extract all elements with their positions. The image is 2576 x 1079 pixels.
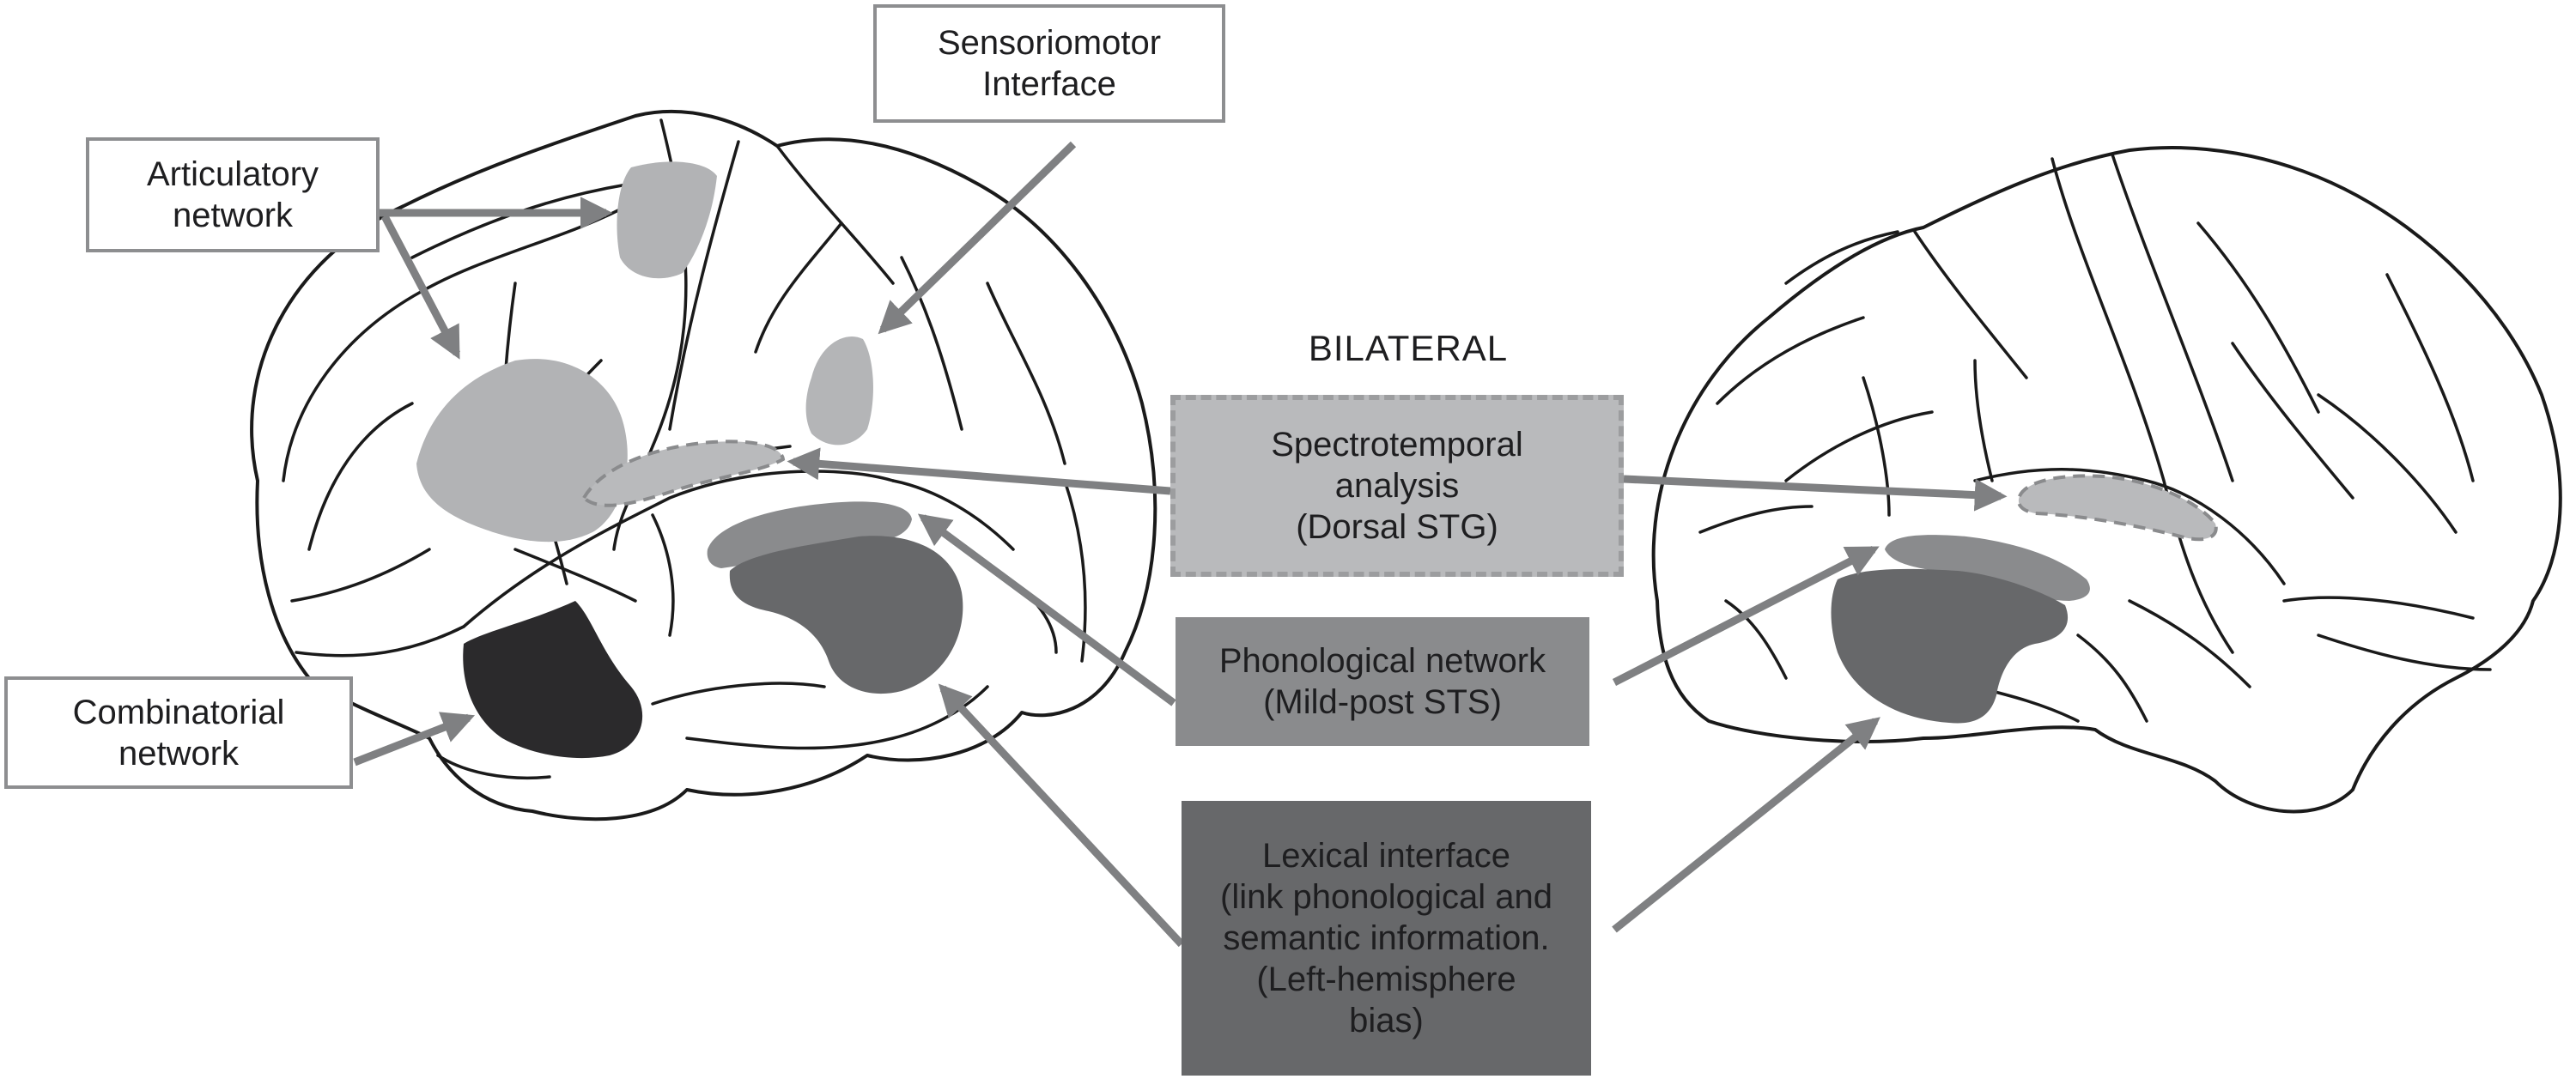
right-hemisphere (1651, 146, 2562, 814)
spectrotemporal-analysis-label: Spectrotemporal analysis (Dorsal STG) (1170, 395, 1624, 577)
arrow-articulatory-to-broca (381, 214, 460, 360)
combinatorial-network-label: Combinatorial network (4, 676, 353, 789)
lexical-interface-label: Lexical interface (link phonological and… (1182, 801, 1591, 1076)
bilateral-heading: BILATERAL (1308, 328, 1509, 368)
sensorimotor-interface-label: Sensoriomotor Interface (873, 4, 1225, 123)
arrow-sensorimotor-to-region (878, 141, 1077, 335)
phonological-network-label: Phonological network (Mild-post STS) (1176, 617, 1589, 746)
connector-arrows (353, 141, 2008, 948)
left-spectrotemporal-region (581, 439, 786, 507)
arrow-spectro-to-right (1623, 475, 2008, 512)
right-brain-sulci (1698, 153, 2492, 723)
left-sensorimotor-region (805, 336, 873, 446)
left-articulatory-region-broca (416, 359, 628, 543)
left-phonological-region (707, 501, 912, 568)
left-articulatory-region-precentral (617, 161, 717, 279)
arrow-phono-to-right (1612, 545, 1880, 687)
arrow-spectro-to-left (787, 447, 1171, 495)
left-combinatorial-region (463, 601, 643, 759)
right-spectrotemporal-region (2017, 474, 2218, 542)
left-lexical-region (729, 536, 963, 694)
arrow-lexical-to-left (938, 683, 1185, 948)
arrow-combinatorial-to-region (353, 712, 476, 767)
arrow-phono-to-left (917, 513, 1176, 706)
right-lexical-region (1831, 568, 2069, 724)
right-phonological-region (1885, 535, 2090, 601)
articulatory-network-label: Articulatory network (86, 137, 380, 252)
arrow-lexical-to-right (1612, 717, 1880, 933)
